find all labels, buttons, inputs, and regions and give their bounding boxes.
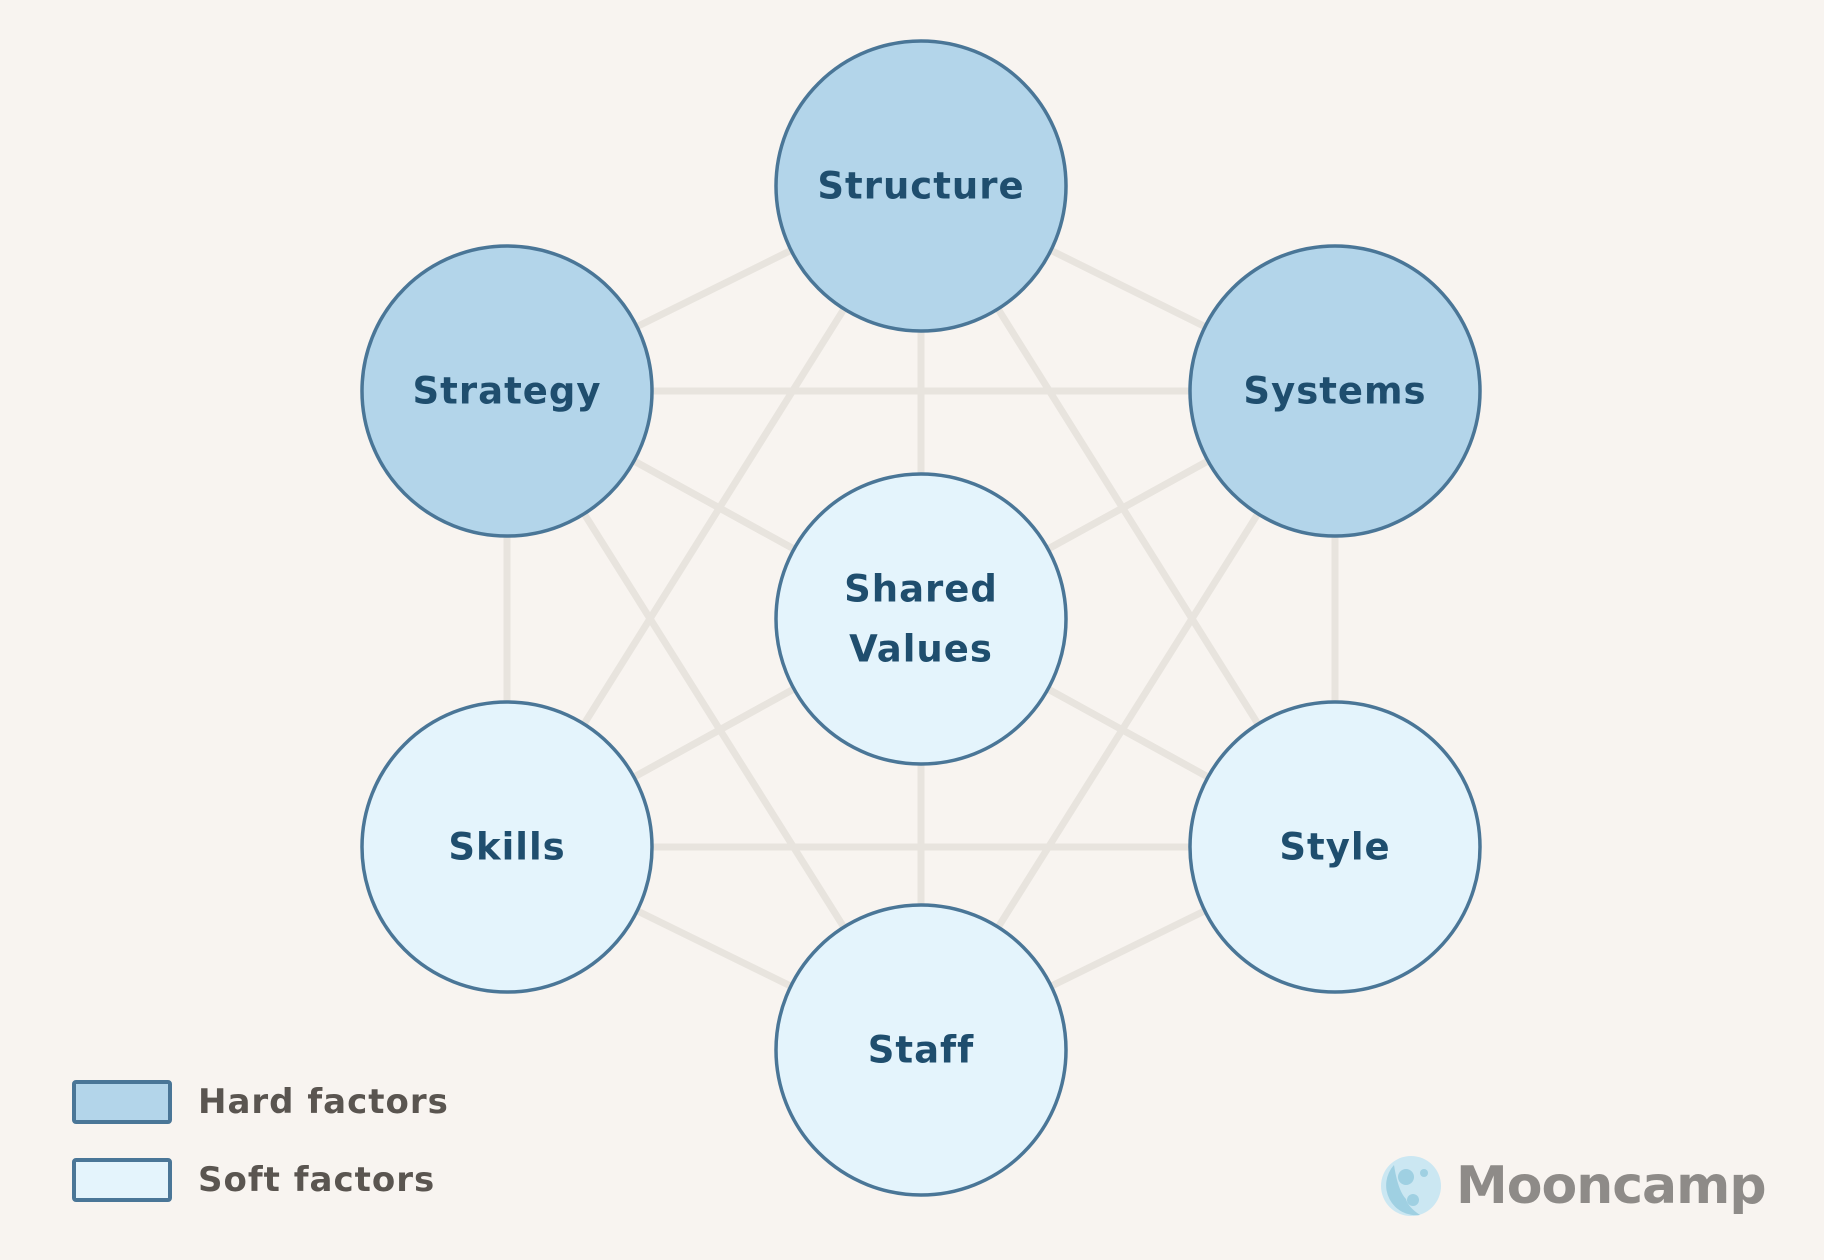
node-label: Systems — [1243, 370, 1426, 413]
legend-soft: Soft factors — [72, 1158, 435, 1202]
legend-label-soft: Soft factors — [198, 1160, 436, 1200]
node-circle — [774, 39, 1068, 333]
node-skills: Skills — [360, 700, 654, 994]
node-label: Values — [849, 628, 993, 671]
node-label: Shared — [844, 568, 998, 611]
node-structure: Structure — [774, 39, 1068, 333]
node-label: Structure — [817, 165, 1024, 208]
legend-label-hard: Hard factors — [198, 1082, 449, 1122]
node-strategy: Strategy — [360, 244, 654, 538]
node-circle — [774, 903, 1068, 1197]
moon-icon — [1381, 1156, 1441, 1216]
legend-hard: Hard factors — [72, 1080, 449, 1124]
node-label: Strategy — [413, 370, 602, 413]
node-systems: Systems — [1188, 244, 1482, 538]
node-circle — [360, 244, 654, 538]
node-circle — [360, 700, 654, 994]
node-circle — [774, 472, 1068, 766]
node-staff: Staff — [774, 903, 1068, 1197]
node-circle — [1188, 700, 1482, 994]
legend-swatch-hard — [72, 1080, 172, 1124]
node-label: Skills — [448, 826, 565, 869]
node-circle — [1188, 244, 1482, 538]
logo-text: Mooncamp — [1456, 1156, 1767, 1216]
node-label: Staff — [868, 1029, 975, 1072]
mooncamp-logo: Mooncamp — [1380, 1155, 1767, 1217]
legend-swatch-soft — [72, 1158, 172, 1202]
node-style: Style — [1188, 700, 1482, 994]
node-label: Style — [1279, 826, 1390, 869]
